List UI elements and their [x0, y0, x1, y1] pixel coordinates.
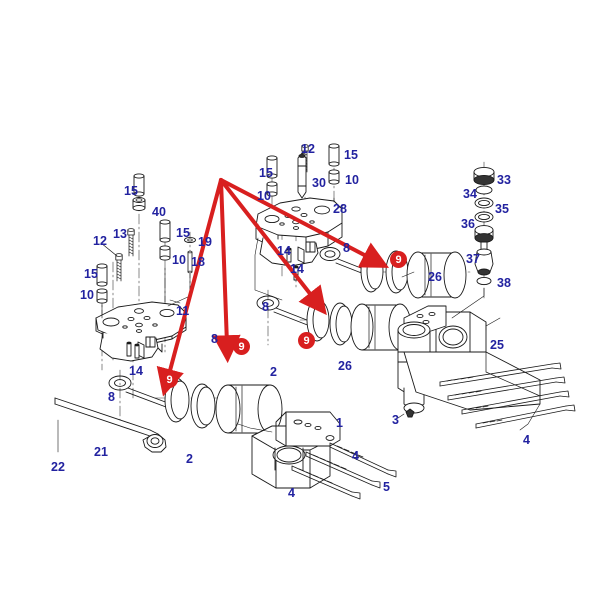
part-label-1: 1 [336, 416, 343, 430]
right-housing-assembly [397, 305, 576, 431]
part-label-28: 28 [333, 202, 347, 216]
part-label-10-b: 10 [80, 288, 94, 302]
part-label-26-b: 26 [338, 359, 352, 373]
center-piston-group [256, 289, 412, 351]
part-label-18: 18 [191, 255, 205, 269]
arrow-to-lower-left-seal [156, 178, 223, 397]
part-label-10-d: 10 [257, 189, 271, 203]
part-label-10-a: 10 [172, 253, 186, 267]
part-label-3: 3 [392, 413, 399, 427]
part-label-8-left: 8 [108, 390, 115, 404]
part-label-12-left: 12 [93, 234, 107, 248]
badge-9-center: 9 [298, 332, 315, 349]
left-piston-group [108, 369, 283, 434]
part-label-14-a: 14 [277, 244, 291, 258]
part-label-21: 21 [94, 445, 108, 459]
part-label-8-center: 8 [343, 241, 350, 255]
part-label-8-lower-mid: 8 [211, 332, 218, 346]
part-label-2-lower: 2 [186, 452, 193, 466]
valve-stack-assembly [451, 161, 495, 319]
part-label-38: 38 [497, 276, 511, 290]
part-label-14-left: 14 [129, 364, 143, 378]
part-label-8-center-low: 8 [262, 300, 269, 314]
part-label-40: 40 [152, 205, 166, 219]
part-label-2-upper: 2 [270, 365, 277, 379]
part-label-13: 13 [113, 227, 127, 241]
arrow-to-center-seal [219, 178, 327, 316]
part-label-15-d: 15 [259, 166, 273, 180]
part-label-33: 33 [497, 173, 511, 187]
arrow-to-right-seal [219, 178, 390, 268]
badge-9-right: 9 [390, 251, 407, 268]
part-label-34: 34 [463, 187, 477, 201]
part-label-12-center: 12 [301, 142, 315, 156]
left-manifold-assembly [95, 173, 196, 401]
part-label-14-b: 14 [290, 262, 304, 276]
part-label-22: 22 [51, 460, 65, 474]
part-label-4-b: 4 [288, 486, 295, 500]
pump-housing-assembly [237, 411, 397, 500]
part-label-15-e: 15 [344, 148, 358, 162]
part-label-36: 36 [461, 217, 475, 231]
part-label-37: 37 [466, 252, 480, 266]
arrow-to-lower-mid-seal [212, 178, 241, 364]
part-label-15-c: 15 [84, 267, 98, 281]
long-rod-assembly [54, 397, 167, 453]
badge-9-lower-mid: 9 [233, 338, 250, 355]
callout-arrow-group [156, 178, 390, 397]
badge-9-lower-left: 9 [161, 371, 178, 388]
part-label-11: 11 [176, 304, 190, 318]
part-label-30: 30 [312, 176, 326, 190]
part-label-35: 35 [495, 202, 509, 216]
part-label-4-c: 4 [523, 433, 530, 447]
part-label-25: 25 [490, 338, 504, 352]
part-label-10-c: 10 [345, 173, 359, 187]
part-label-15-a: 15 [124, 184, 138, 198]
part-label-19: 19 [198, 235, 212, 249]
part-label-26-a: 26 [428, 270, 442, 284]
part-label-5: 5 [383, 480, 390, 494]
part-label-15-b: 15 [176, 226, 190, 240]
part-label-4-a: 4 [352, 449, 359, 463]
